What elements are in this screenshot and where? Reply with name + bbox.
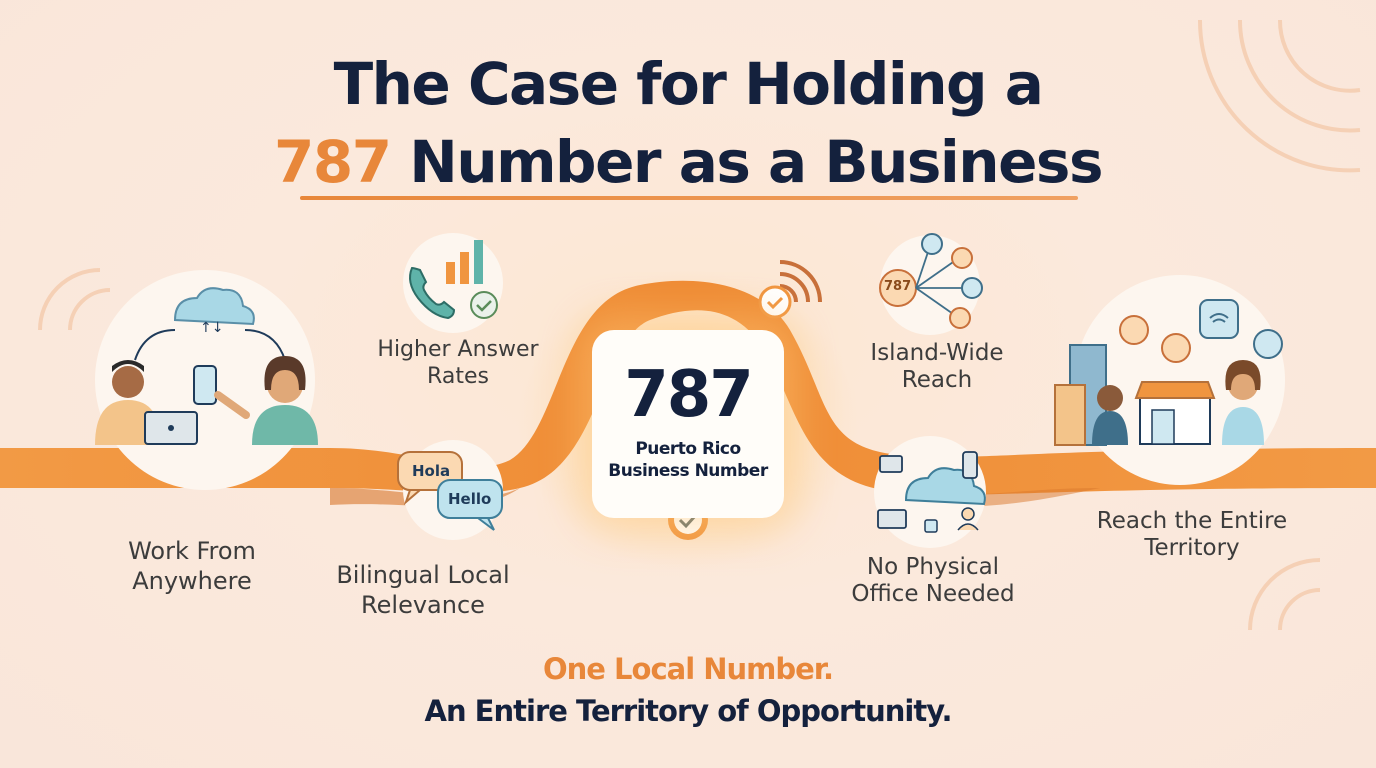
label-bilingual: Bilingual Local Relevance (320, 560, 526, 620)
bilingual-icon (397, 440, 503, 540)
decorative-waves-top-right (1197, 19, 1361, 173)
bubble-hello: Hello (448, 490, 492, 508)
label-reach-territory: Reach the Entire Territory (1084, 508, 1300, 562)
label-office-line2: Office Needed (851, 581, 1015, 607)
label-island-line2: Reach (901, 367, 973, 393)
label-territory-line1: Reach the Entire (1096, 508, 1288, 534)
badge-787: 787 (884, 279, 912, 294)
territory-illustration (1054, 275, 1285, 485)
center-number: 787 (624, 358, 754, 432)
center-subtitle-line2: Business Number (608, 461, 768, 481)
center-subtitle: Puerto Rico Business Number (592, 438, 784, 482)
label-work-from-anywhere: Work From Anywhere (100, 536, 284, 596)
label-territory-line2: Territory (1144, 535, 1240, 561)
no-office-cloud-icon (874, 436, 986, 548)
label-office-line1: No Physical (866, 554, 1000, 580)
title-line-2-rest: Number as a Business (390, 128, 1103, 196)
center-card: 787 Puerto Rico Business Number (592, 330, 784, 518)
island-wide-network-icon (879, 233, 983, 335)
title-line-1: The Case for Holding a (333, 50, 1044, 118)
center-subtitle-line1: Puerto Rico (635, 439, 741, 459)
label-work-line2: Anywhere (132, 567, 252, 595)
higher-answer-rates-icon (403, 233, 503, 333)
tagline-line-1: One Local Number. (542, 652, 834, 686)
tagline-line-2: An Entire Territory of Opportunity. (424, 694, 953, 728)
work-anywhere-illustration: ↑↓ (95, 270, 318, 490)
decorative-waves-left (38, 268, 111, 331)
title-line-2: 787 Number as a Business (0, 128, 1376, 196)
label-answer-line2: Rates (427, 364, 489, 389)
label-bilingual-line2: Relevance (361, 591, 485, 619)
shield-check-icon (758, 285, 792, 319)
label-no-office: No Physical Office Needed (840, 554, 1026, 608)
ribbon-main (0, 280, 1376, 495)
bubble-hola: Hola (412, 462, 451, 480)
label-island-wide: Island-Wide Reach (852, 340, 1022, 394)
signal-icon (779, 260, 822, 303)
label-work-line1: Work From (128, 537, 256, 565)
title-accent-787: 787 (274, 128, 392, 196)
label-island-line1: Island-Wide (870, 340, 1004, 366)
svg-text:↑↓: ↑↓ (200, 320, 223, 336)
title-underline (300, 196, 1078, 200)
decorative-waves-bottom-right (1248, 558, 1321, 631)
label-higher-answer-rates: Higher Answer Rates (360, 336, 556, 390)
label-bilingual-line1: Bilingual Local (336, 561, 510, 589)
label-answer-line1: Higher Answer (377, 337, 539, 362)
